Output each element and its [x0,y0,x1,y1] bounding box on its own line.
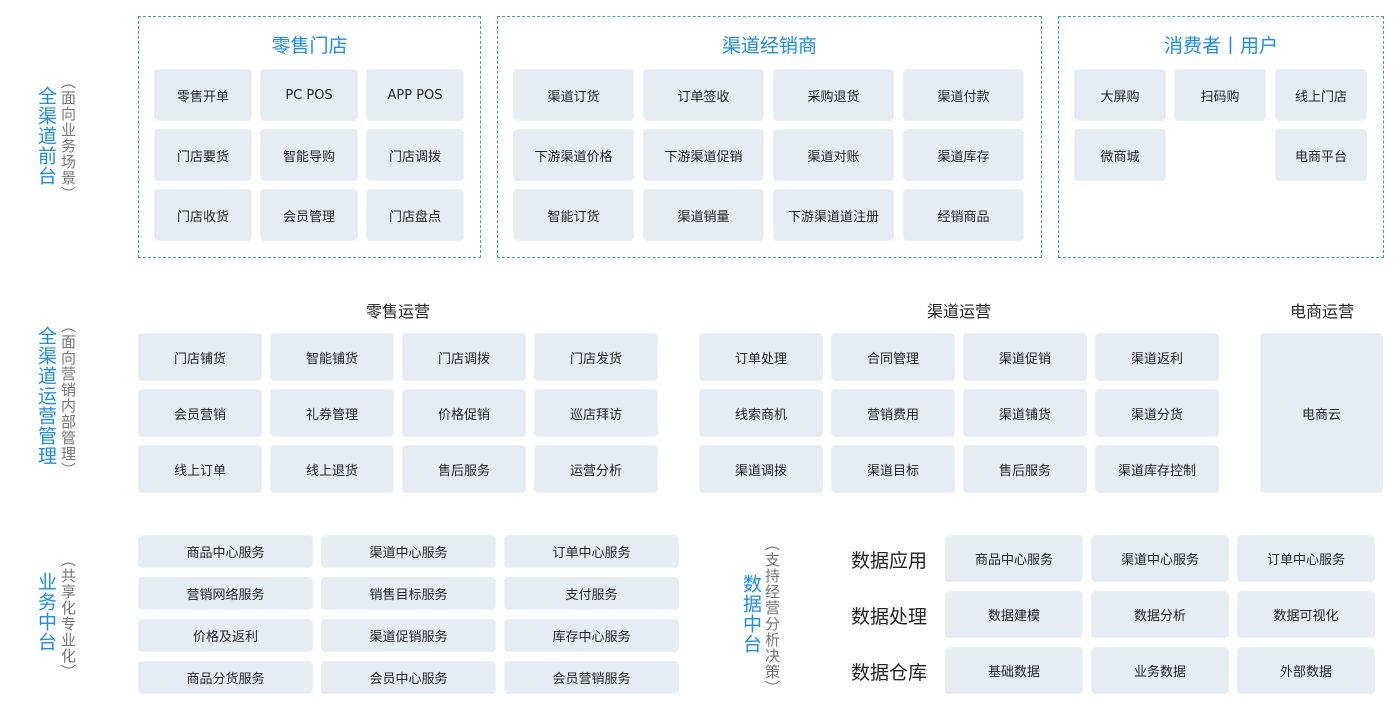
data-service-item[interactable]: 数据可视化 [1237,591,1375,638]
channel-dealer-item[interactable]: 渠道对账 [773,129,894,181]
business-service-item[interactable]: 营销网络服务 [138,577,313,610]
channel-dealer-item[interactable]: 下游渠道促销 [643,129,764,181]
business-service-item[interactable]: 会员营销服务 [504,661,679,694]
retail-ops-item[interactable]: 巡店拜访 [534,389,658,437]
retail-store-item[interactable]: 零售开单 [154,69,252,121]
channel-ops-item[interactable]: 渠道库存控制 [1095,445,1219,493]
business-service-item[interactable]: 渠道中心服务 [321,535,496,568]
business-service-item[interactable]: 库存中心服务 [504,619,679,652]
retail-ops-item[interactable]: 门店铺货 [138,333,262,381]
layer-front-title: 全渠道前台 [35,86,57,186]
retail-store-item[interactable]: 门店要货 [154,129,252,181]
channel-ops-item[interactable]: 渠道调拨 [699,445,823,493]
channel-ops-item[interactable]: 营销费用 [831,389,955,437]
channel-dealer-item[interactable]: 渠道销量 [643,189,764,241]
retail-store-item[interactable]: PC POS [260,69,358,121]
channel-dealer-item[interactable]: 智能订货 [513,189,634,241]
retail-store-item[interactable]: APP POS [366,69,464,121]
business-service-item[interactable]: 销售目标服务 [321,577,496,610]
channel-ops-item[interactable]: 渠道分货 [1095,389,1219,437]
retail-ops-item[interactable]: 价格促销 [402,389,526,437]
retail-store-panel: 零售门店 [138,16,481,258]
consumer-item[interactable]: 线上门店 [1275,69,1367,121]
consumer-title: 消费者丨用户 [1163,35,1278,57]
data-service-item[interactable]: 订单中心服务 [1237,535,1375,582]
retail-ops-item[interactable]: 智能铺货 [270,333,394,381]
business-service-item[interactable]: 会员中心服务 [321,661,496,694]
channel-dealer-item[interactable]: 采购退货 [773,69,894,121]
data-service-item[interactable]: 商品中心服务 [945,535,1083,582]
consumer-panel: 消费者丨用户 [1058,16,1384,258]
data-layer-label: 数据应用 [851,550,928,572]
layer-data-subtitle: （支持经营分析决策） [763,536,781,696]
retail-store-item[interactable]: 智能导购 [260,129,358,181]
consumer-item[interactable]: 大屏购 [1074,69,1166,121]
retail-store-title: 零售门店 [271,35,348,57]
channel-ops-heading: 渠道运营 [926,302,992,321]
retail-ops-item[interactable]: 线上订单 [138,445,262,493]
retail-ops-item[interactable]: 线上退货 [270,445,394,493]
data-service-item[interactable]: 数据建模 [945,591,1083,638]
channel-dealer-item[interactable]: 下游渠道价格 [513,129,634,181]
data-service-item[interactable]: 外部数据 [1237,647,1375,694]
consumer-item[interactable]: 电商平台 [1275,129,1367,181]
business-service-item[interactable]: 订单中心服务 [504,535,679,568]
retail-store-item[interactable]: 会员管理 [260,189,358,241]
retail-ops-item[interactable]: 门店调拨 [402,333,526,381]
data-layer-label: 数据处理 [851,606,928,628]
channel-dealer-item[interactable]: 渠道付款 [903,69,1024,121]
business-service-item[interactable]: 商品中心服务 [138,535,313,568]
channel-ops-item[interactable]: 售后服务 [963,445,1087,493]
retail-store-item[interactable]: 门店调拨 [366,129,464,181]
consumer-item[interactable]: 扫码购 [1174,69,1266,121]
channel-dealer-item[interactable]: 渠道库存 [903,129,1024,181]
channel-ops-item[interactable]: 渠道促销 [963,333,1087,381]
business-service-item[interactable]: 支付服务 [504,577,679,610]
channel-dealer-item[interactable]: 渠道订货 [513,69,634,121]
channel-dealer-title: 渠道经销商 [721,35,817,57]
channel-dealer-item[interactable]: 经销商品 [903,189,1024,241]
retail-ops-item[interactable]: 会员营销 [138,389,262,437]
retail-ops-item[interactable]: 礼券管理 [270,389,394,437]
retail-store-item[interactable]: 门店盘点 [366,189,464,241]
channel-ops-item[interactable]: 订单处理 [699,333,823,381]
retail-ops-item[interactable]: 运营分析 [534,445,658,493]
ecommerce-cloud-item[interactable]: 电商云 [1260,333,1383,493]
data-service-item[interactable]: 基础数据 [945,647,1083,694]
channel-dealer-item[interactable]: 订单签收 [643,69,764,121]
ecommerce-ops-heading: 电商运营 [1289,302,1355,321]
channel-ops-item[interactable]: 合同管理 [831,333,955,381]
retail-store-item[interactable]: 门店收货 [154,189,252,241]
data-service-item[interactable]: 渠道中心服务 [1091,535,1229,582]
business-service-item[interactable]: 价格及返利 [138,619,313,652]
layer-biz-title: 业务中台 [35,572,57,652]
data-service-item[interactable]: 数据分析 [1091,591,1229,638]
business-service-item[interactable]: 商品分货服务 [138,661,313,694]
channel-dealer-item[interactable]: 下游渠道道注册 [773,189,894,241]
layer-biz-subtitle: （共享化专业化） [59,552,77,680]
layer-ops-title: 全渠道运营管理 [35,326,57,466]
retail-ops-item[interactable]: 售后服务 [402,445,526,493]
layer-data-title: 数据中台 [740,574,762,654]
retail-ops-item[interactable]: 门店发货 [534,333,658,381]
channel-ops-item[interactable]: 线索商机 [699,389,823,437]
data-service-item[interactable]: 业务数据 [1091,647,1229,694]
channel-dealer-panel: 渠道经销商 [497,16,1042,258]
layer-front-subtitle: （面向业务场景） [59,74,77,202]
business-service-item[interactable]: 渠道促销服务 [321,619,496,652]
data-layer-label: 数据仓库 [851,662,928,684]
channel-ops-item[interactable]: 渠道铺货 [963,389,1087,437]
channel-ops-item[interactable]: 渠道返利 [1095,333,1219,381]
channel-ops-item[interactable]: 渠道目标 [831,445,955,493]
retail-ops-heading: 零售运营 [365,302,431,321]
layer-ops-subtitle: （面向营销内部管理） [59,318,77,478]
consumer-item[interactable]: 微商城 [1074,129,1166,181]
